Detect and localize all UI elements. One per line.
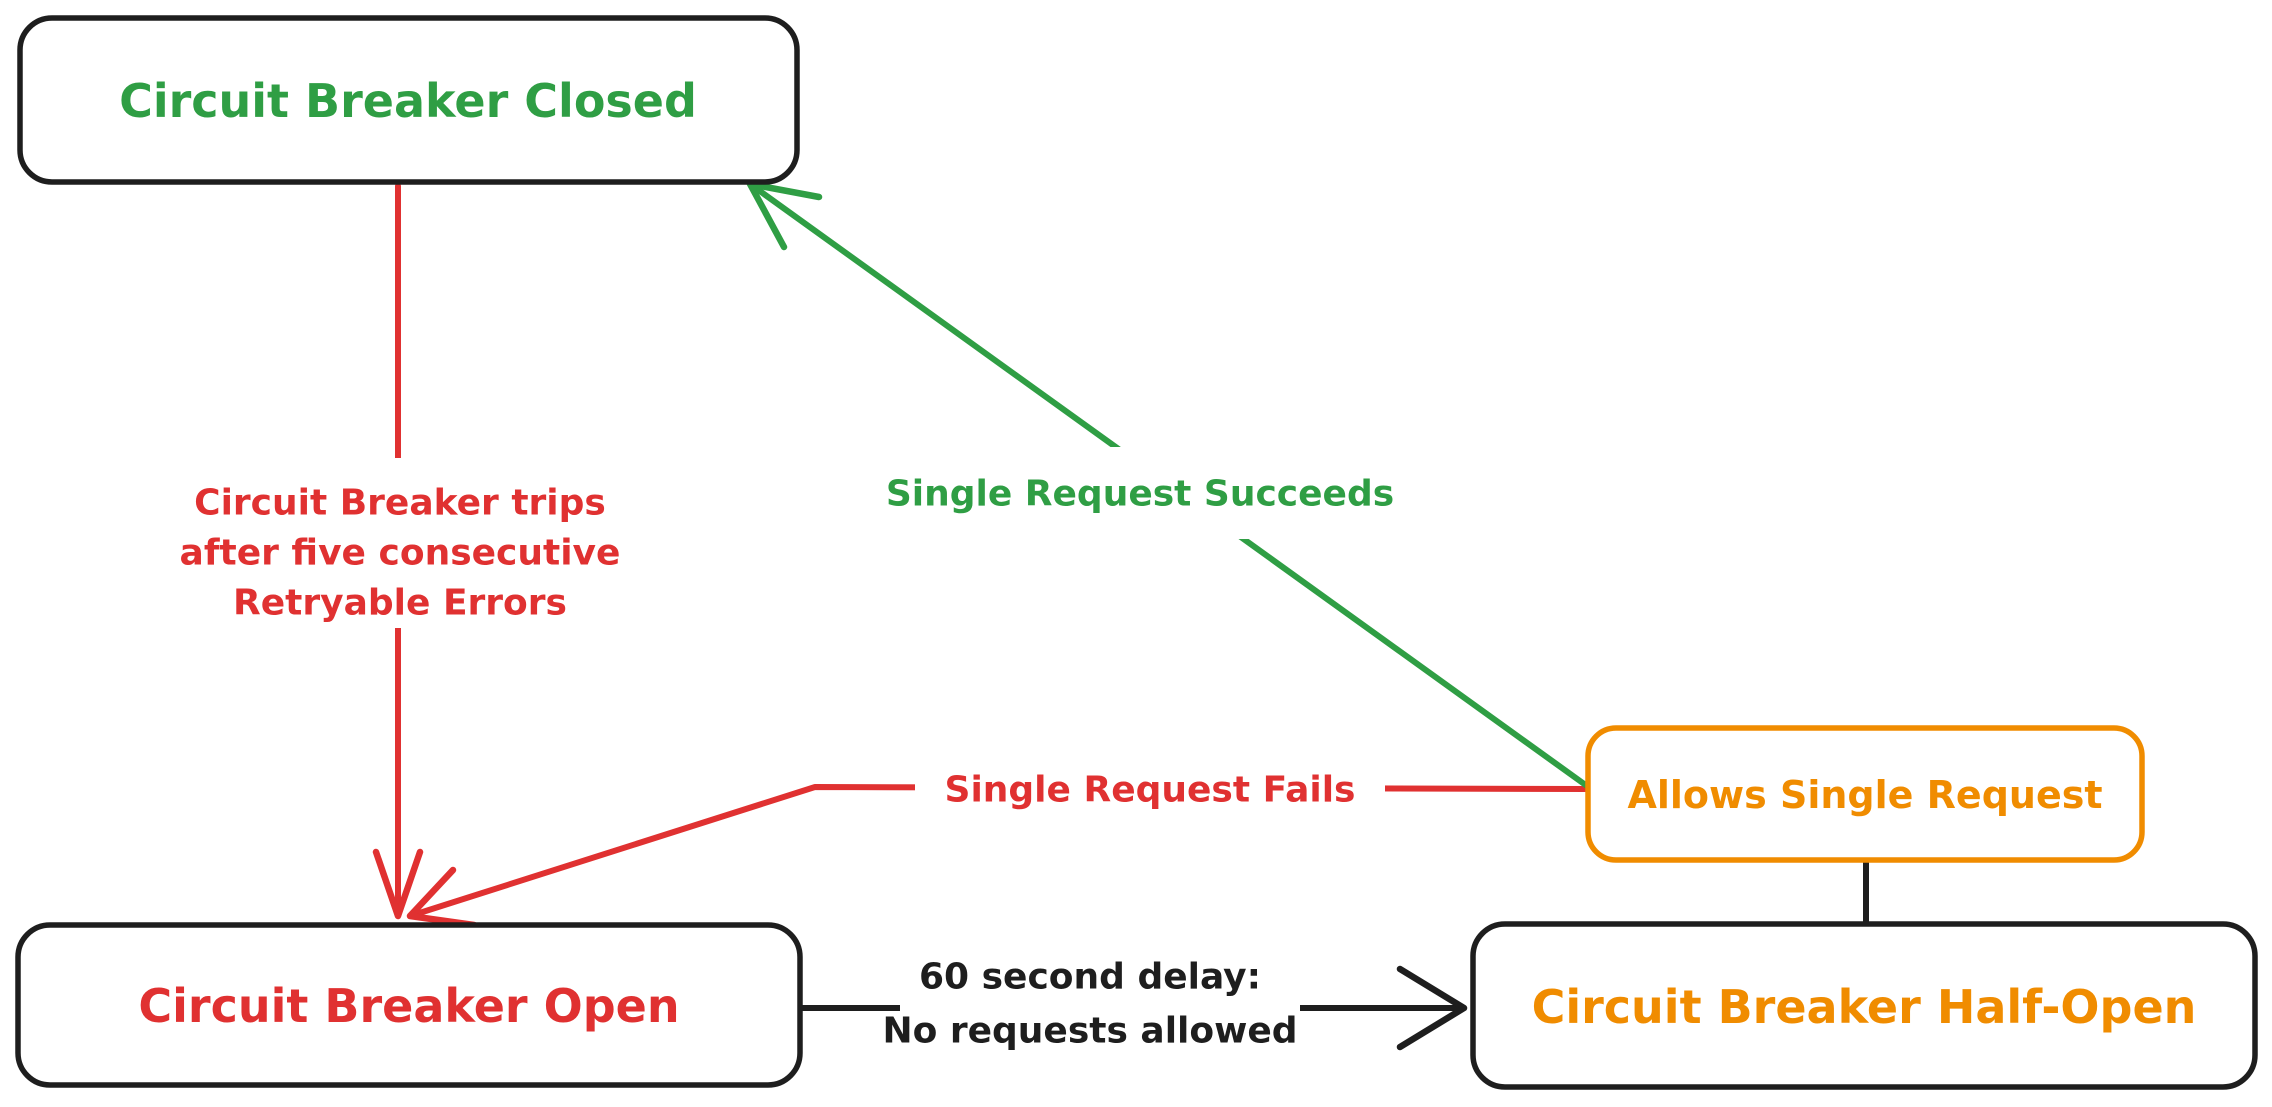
edge-delay-label-mask xyxy=(900,942,1300,1060)
edge-succeeds-label-mask xyxy=(860,447,1420,539)
node-open-box xyxy=(15,922,803,1088)
edge-succeeds-label: Single Request Succeeds xyxy=(860,447,1420,539)
edge-trip-arrowhead xyxy=(372,848,424,920)
edge-delay-label: 60 second delay: No requests allowed xyxy=(882,942,1300,1060)
node-half-open-box xyxy=(1470,921,2258,1090)
edge-trip-label-mask xyxy=(138,458,662,628)
edge-fails-label: Single Request Fails xyxy=(915,753,1385,825)
edge-trip-label-line1: Circuit Breaker trips xyxy=(194,483,606,524)
node-closed-label: Circuit Breaker Closed xyxy=(119,74,697,128)
node-allows-single-request-label: Allows Single Request xyxy=(1627,773,2102,817)
edge-fails-label-text: Single Request Fails xyxy=(945,770,1356,811)
node-open-label: Circuit Breaker Open xyxy=(138,979,679,1033)
node-open: Circuit Breaker Open xyxy=(15,922,803,1088)
edge-delay-label-line2: No requests allowed xyxy=(882,1011,1297,1052)
node-closed-box xyxy=(17,15,800,185)
edge-trip-label-line2: after five consecutive xyxy=(180,533,621,574)
node-half-open: Circuit Breaker Half-Open xyxy=(1470,921,2258,1090)
node-allows-single-request: Allows Single Request xyxy=(1585,725,2145,863)
node-allows-single-request-box xyxy=(1585,725,2145,863)
edge-delay-label-line1: 60 second delay: xyxy=(919,957,1261,998)
edge-trip-label: Circuit Breaker trips after five consecu… xyxy=(138,458,662,628)
node-closed: Circuit Breaker Closed xyxy=(17,15,800,185)
edge-fails-arrowhead xyxy=(406,866,478,929)
edge-fails-label-mask xyxy=(915,753,1385,825)
node-half-open-label: Circuit Breaker Half-Open xyxy=(1532,980,2197,1034)
edge-trip-label-line3: Retryable Errors xyxy=(233,583,567,624)
edge-delay-arrowhead xyxy=(1396,965,1468,1051)
edge-succeeds-label-text: Single Request Succeeds xyxy=(886,474,1394,515)
